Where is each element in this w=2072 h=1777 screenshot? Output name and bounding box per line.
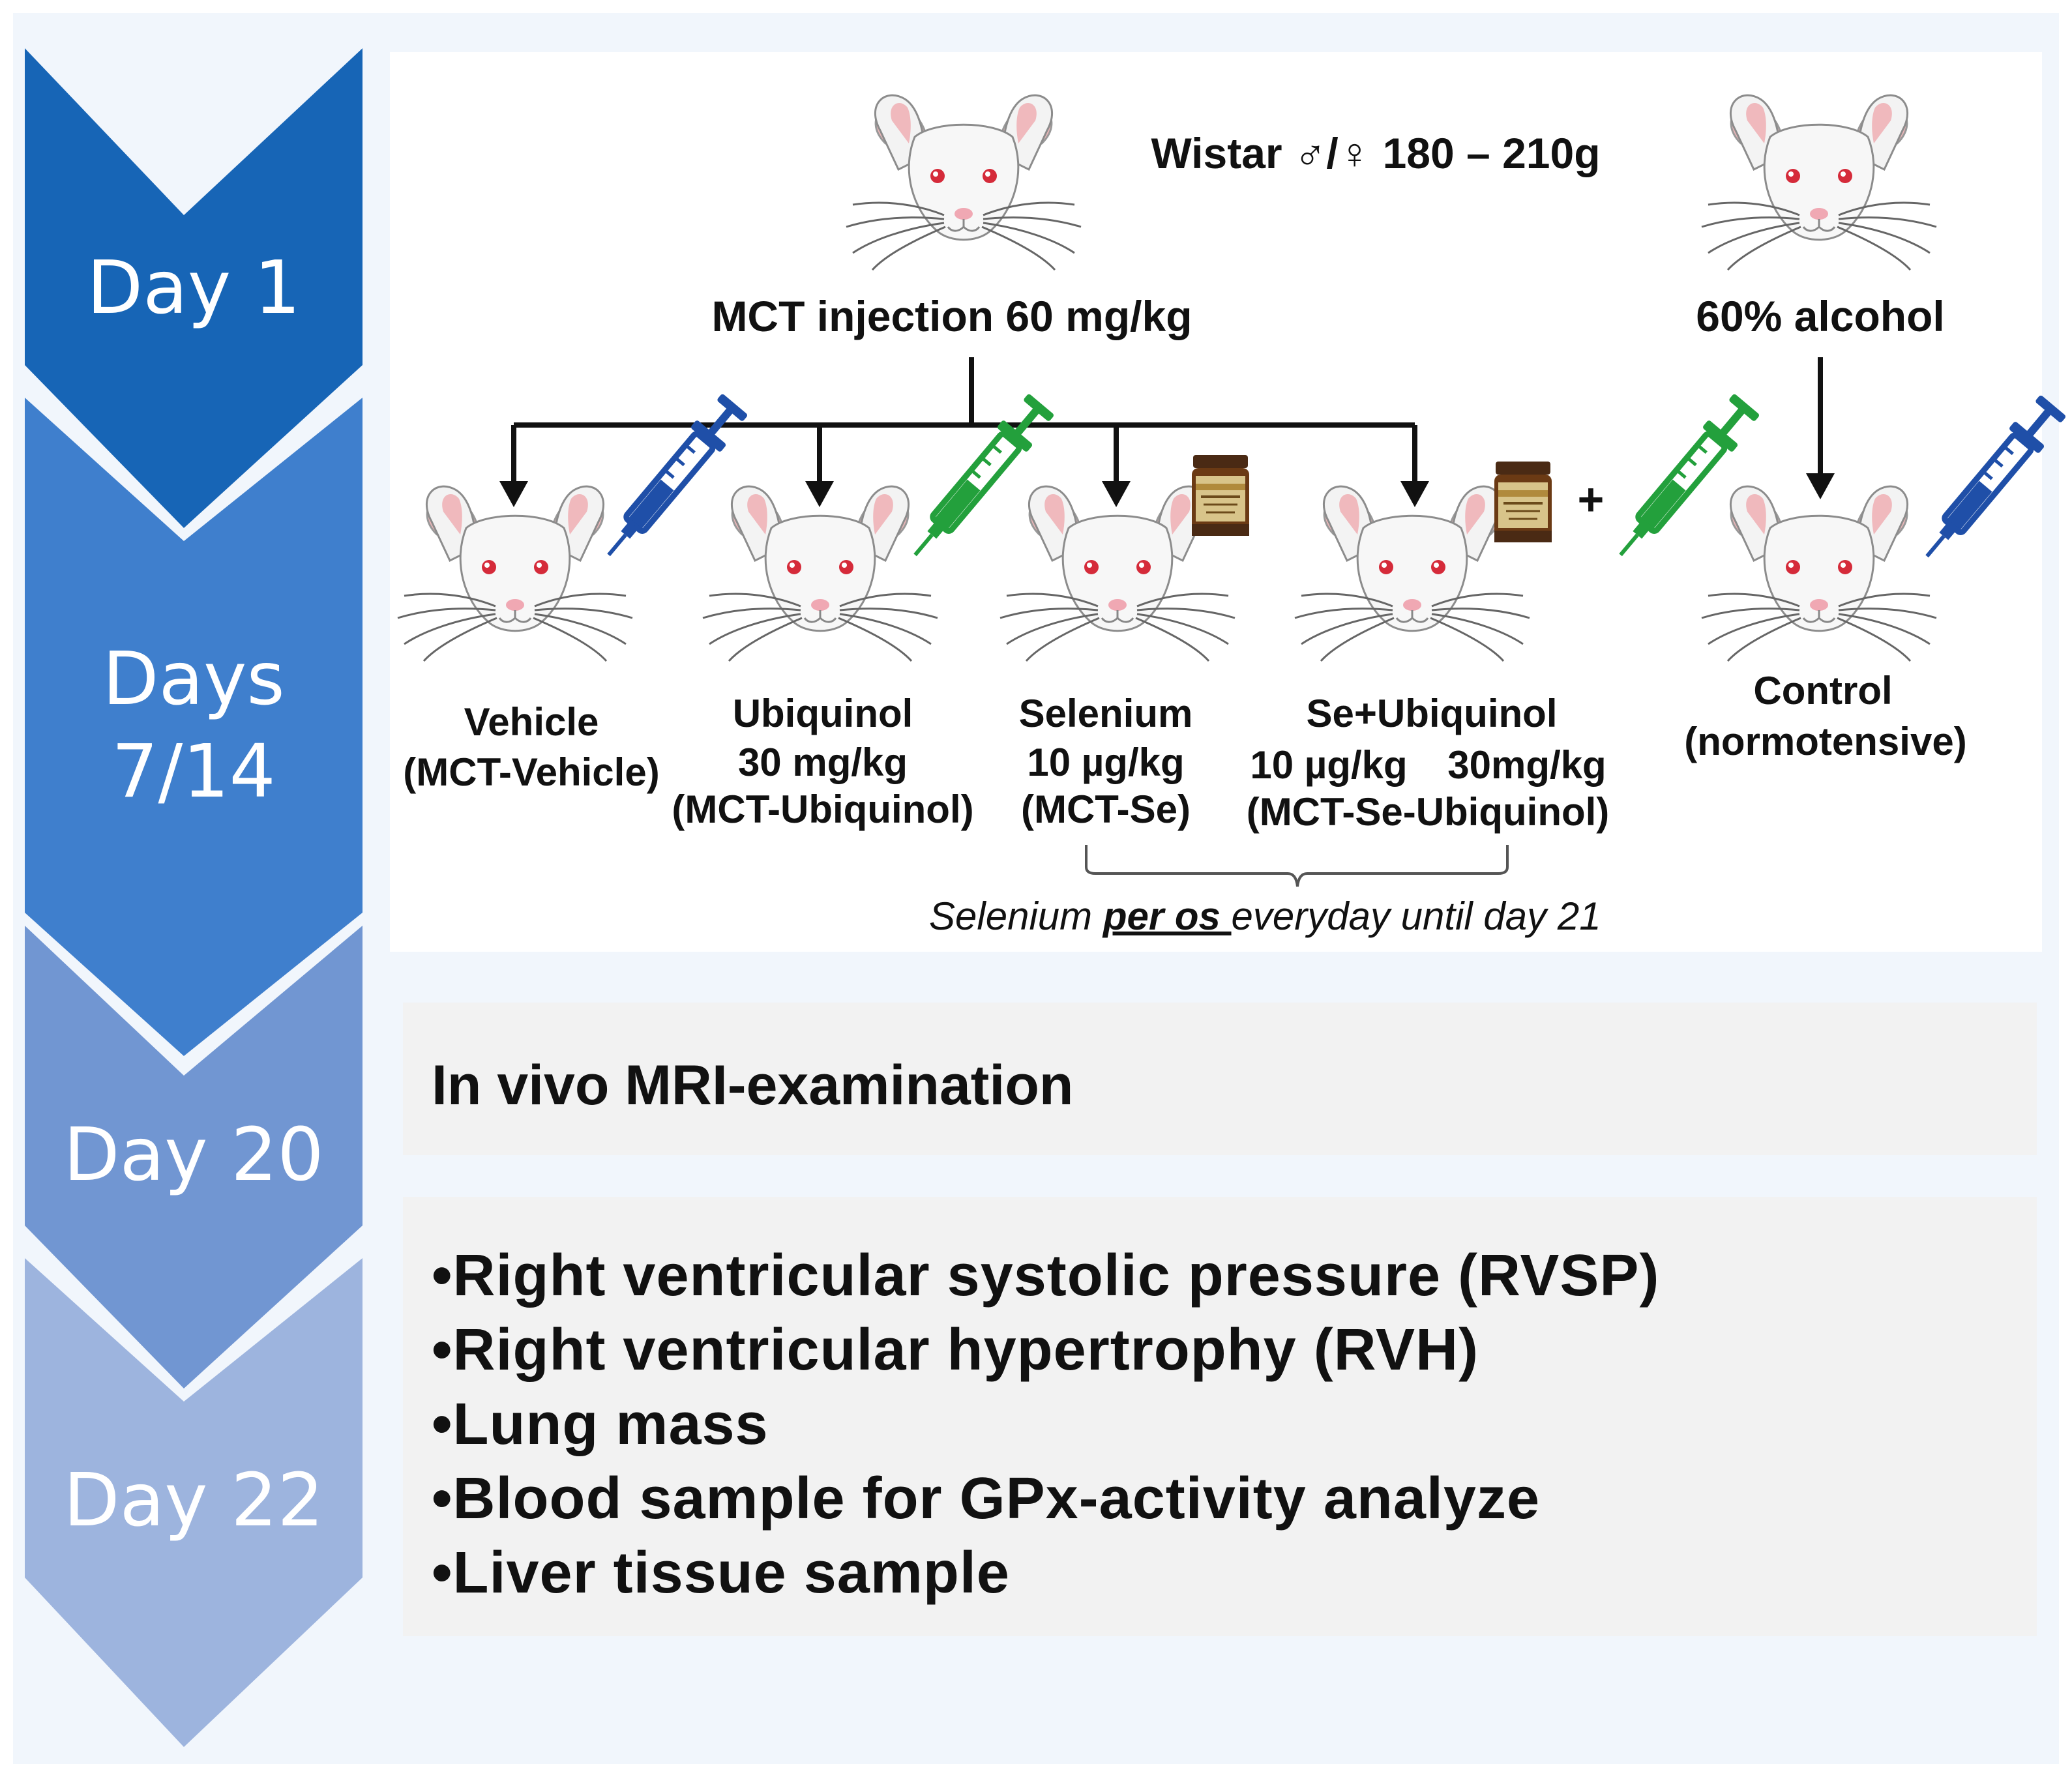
chevron-day20 — [25, 926, 363, 1388]
mri-box — [403, 1003, 2037, 1155]
plus-sign: + — [1578, 474, 1605, 525]
flow-arrows — [511, 357, 1824, 499]
selenium-label: Selenium — [1019, 692, 1193, 735]
outcome-item: •Lung mass — [432, 1392, 769, 1457]
selenium-dose: 10 µg/kg — [1027, 741, 1184, 784]
days-7-14-label-line1: Days — [102, 637, 285, 722]
outcome-item: •Liver tissue sample — [432, 1540, 1010, 1606]
outcome-item: •Blood sample for GPx-activity analyze — [432, 1466, 1541, 1531]
selenium-per-os-note: Selenium per os everyday until day 21 — [929, 894, 1601, 938]
day-20-label: Day 20 — [63, 1113, 323, 1197]
selenium-code: (MCT-Se) — [1021, 787, 1191, 831]
arrowheads — [499, 473, 1835, 507]
chevron-days7-14 — [25, 398, 363, 1056]
group-labels: Vehicle (MCT-Vehicle) Ubiquinol 30 mg/kg… — [403, 669, 1966, 834]
note-prefix: Selenium — [929, 894, 1103, 938]
vehicle-label: Vehicle — [464, 700, 599, 744]
days-7-14-label-line2: 7/14 — [111, 729, 276, 814]
se-ubiquinol-label: Se+Ubiquinol — [1306, 692, 1557, 735]
control-code: (normotensive) — [1684, 720, 1966, 763]
se-ubiquinol-se-dose: 10 µg/kg — [1250, 743, 1407, 787]
day-1-label: Day 1 — [87, 246, 301, 330]
mri-examination-text: In vivo MRI-examination — [432, 1054, 1074, 1117]
rat-icon-control — [1700, 485, 1938, 662]
se-ubiquinol-code: (MCT-Se-Ubiquinol) — [1247, 790, 1610, 834]
day-22-label: Day 22 — [63, 1458, 323, 1543]
note-suffix: everyday until day 21 — [1232, 894, 1601, 938]
outcome-item: •Right ventricular hypertrophy (RVH) — [432, 1317, 1479, 1383]
chevron-day22 — [25, 1258, 363, 1747]
timeline: Day 1 Days 7/14 Day 20 Day 22 — [25, 48, 363, 1747]
rat-icon-mct — [845, 94, 1082, 271]
control-label: Control — [1753, 669, 1892, 712]
vehicle-code: (MCT-Vehicle) — [403, 750, 659, 794]
alcohol-label: 60% alcohol — [1696, 292, 1944, 340]
rat-icon-ubiquinol — [702, 485, 939, 662]
syringe-icon-se-ubiquinol — [1606, 392, 1762, 568]
syringe-icon-control — [1912, 393, 2069, 569]
mct-injection-label: MCT injection 60 mg/kg — [711, 292, 1192, 340]
strain-label: Wistar ♂/♀ 180 – 210g — [1151, 129, 1600, 177]
syringe-icon-ubiquinol — [900, 392, 1057, 568]
ubiquinol-label: Ubiquinol — [733, 692, 913, 735]
bottle-icon-selenium — [1191, 454, 1251, 537]
note-emphasis: per os — [1102, 894, 1232, 938]
rat-icon-control-start — [1700, 94, 1938, 271]
ubiquinol-dose: 30 mg/kg — [738, 741, 908, 784]
syringe-icon-vehicle — [594, 392, 750, 568]
chevron-day1 — [25, 48, 363, 528]
bottle-icon-se-ubiquinol — [1493, 460, 1553, 544]
se-ubiquinol-ubq-dose: 30mg/kg — [1447, 743, 1606, 787]
selenium-bracket — [1085, 845, 1509, 887]
outcomes-box — [403, 1197, 2037, 1636]
rat-icon-vehicle — [396, 485, 634, 662]
outcome-list: •Right ventricular systolic pressure (RV… — [432, 1239, 1659, 1610]
ubiquinol-code: (MCT-Ubiquinol) — [672, 787, 973, 831]
outcome-item: •Right ventricular systolic pressure (RV… — [432, 1243, 1660, 1308]
